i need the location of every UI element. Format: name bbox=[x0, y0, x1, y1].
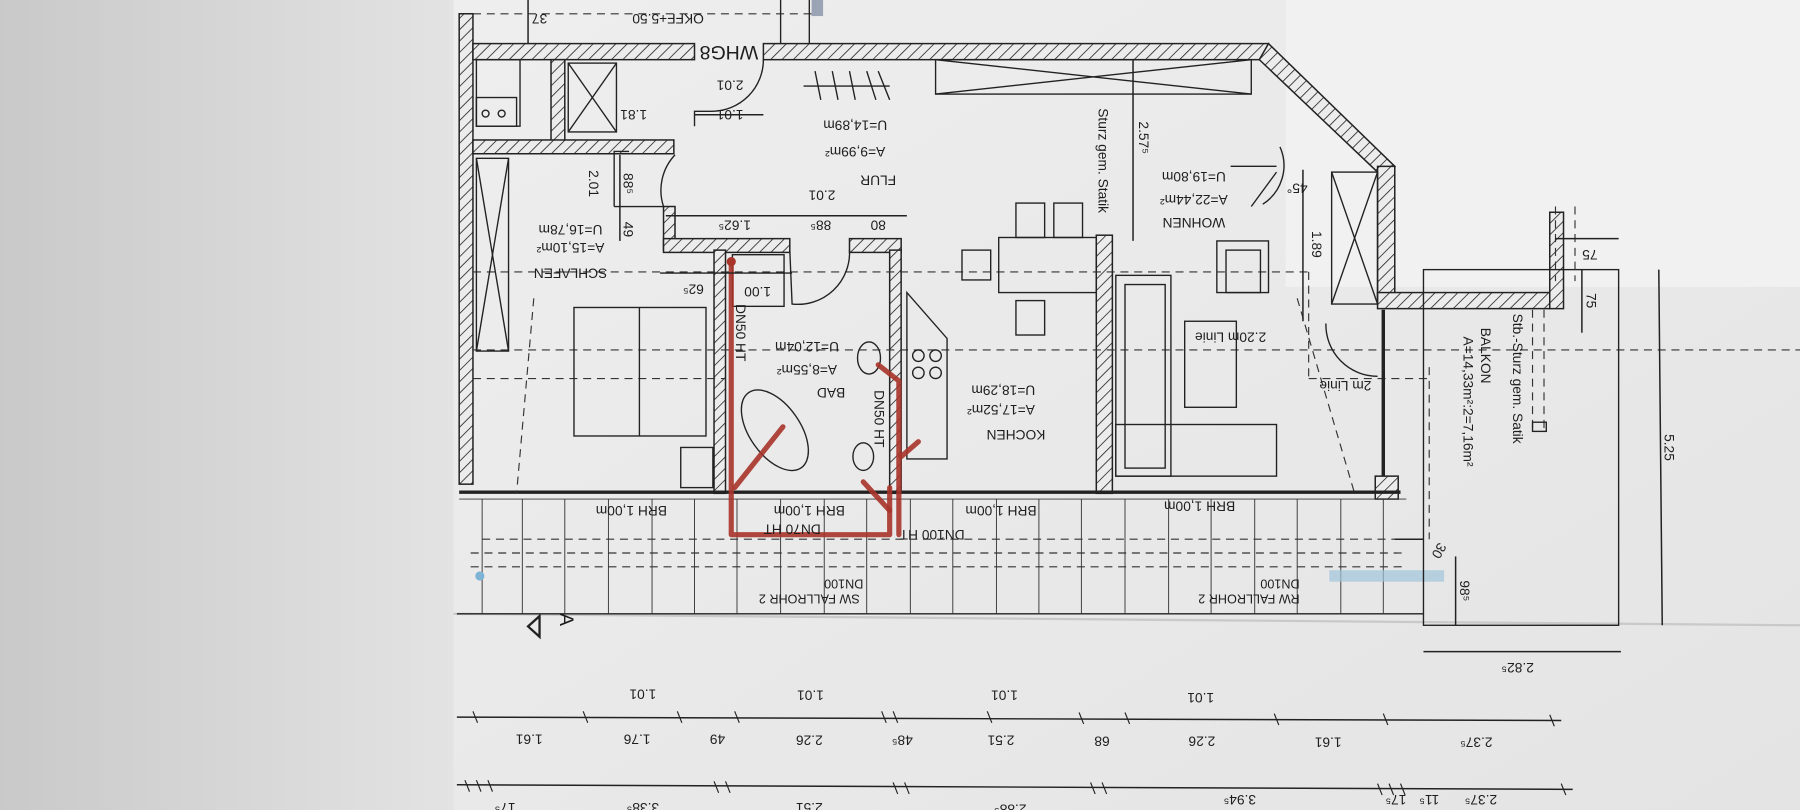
room-area-bad: A=8,55m² bbox=[777, 362, 837, 377]
labels: OKFF+5.50 37 WHG8 2.01 1.01 1.81 FLUR A=… bbox=[495, 11, 1677, 810]
pipe-label-dn70: DN70 HT bbox=[763, 521, 821, 536]
dim-balkon-75b: 75 bbox=[1583, 293, 1598, 309]
sturz-statik-note: Sturz gem. Statik bbox=[1096, 108, 1111, 213]
room-name-wohnen: WOHNEN bbox=[1163, 215, 1226, 230]
dim-37: 37 bbox=[532, 11, 547, 26]
dim-row1-3: 49 bbox=[710, 731, 725, 746]
brh-label-1: BRH 1,00m bbox=[596, 503, 667, 518]
dim-door-wc-height: 2.01 bbox=[717, 77, 744, 92]
walls bbox=[458, 13, 1565, 500]
dim-door-wc-width: 1.01 bbox=[717, 107, 744, 122]
dim-row1-top-1: 1.01 bbox=[629, 687, 656, 702]
dim-bad-100: 1.00 bbox=[744, 284, 771, 299]
dim-flur-885: 88⁵ bbox=[810, 217, 831, 232]
dim-flur-1625: 1.62⁵ bbox=[718, 217, 751, 232]
dim-balkon-2825: 2.82⁵ bbox=[1501, 660, 1534, 675]
room-perimeter-schlafen: U=16,78m bbox=[539, 222, 603, 237]
brh-label-4: BRH 1,00m bbox=[1164, 498, 1235, 513]
room-name-schlafen: SCHLAFEN bbox=[534, 265, 607, 280]
facade-band bbox=[456, 490, 1445, 615]
dim-row1-9: 1.61 bbox=[1315, 735, 1342, 750]
dim-row1-10: 2.37⁵ bbox=[1460, 735, 1493, 750]
downpipe-marker-right bbox=[1329, 570, 1445, 582]
dim-row1-8: 2.26 bbox=[1188, 734, 1215, 749]
room-perimeter-kochen: U=18,29m bbox=[971, 382, 1035, 397]
downpipe-marker-left bbox=[475, 571, 485, 581]
dim-row1-6: 2.51 bbox=[988, 732, 1015, 747]
linie-2-label: 2m Linie bbox=[1319, 378, 1371, 393]
room-area-schlafen: A=15,10m² bbox=[536, 240, 604, 255]
room-area-kochen: A=17,52m² bbox=[967, 402, 1035, 417]
dim-balkon-985: 98⁵ bbox=[1457, 580, 1472, 601]
dim-schlafen-201: 2.01 bbox=[586, 170, 601, 197]
dim-row2-4: 2.88⁵ bbox=[994, 801, 1027, 810]
dim-bad-625: 62⁵ bbox=[683, 282, 704, 297]
sw-fallrohr-dn: DN100 bbox=[824, 576, 863, 590]
stb-sturz-note: Stb.-Sturz gem. Satik bbox=[1510, 314, 1525, 444]
dimension-lines bbox=[456, 59, 1663, 796]
dim-row1-top-2: 1.01 bbox=[797, 688, 824, 703]
dim-row1-5: 48⁵ bbox=[892, 732, 913, 747]
room-area-balkon: A=14,33m²:2=7,16m² bbox=[1461, 337, 1476, 467]
linie-220-label: 2.20m Linie bbox=[1195, 330, 1267, 345]
dim-schlafen-49: 49 bbox=[620, 222, 635, 237]
dim-balkon-525: 5.25 bbox=[1662, 434, 1677, 461]
dim-balkon-30: 30 bbox=[1428, 540, 1449, 561]
rw-fallrohr-label: RW FALLROHR 2 bbox=[1198, 591, 1299, 605]
room-name-kochen: KOCHEN bbox=[986, 427, 1045, 442]
section-marker-a: A bbox=[526, 613, 577, 640]
dim-wohnen-2575: 2.57⁵ bbox=[1136, 121, 1151, 153]
room-name-balkon: BALKON bbox=[1478, 328, 1493, 384]
drain-pipes bbox=[726, 256, 921, 538]
dim-row1-top-4: 1.01 bbox=[1187, 690, 1214, 705]
room-perimeter-wohnen: U=19,80m bbox=[1162, 169, 1226, 184]
dim-row2-2: 3.38⁵ bbox=[627, 800, 660, 810]
section-marker-label: A bbox=[555, 613, 577, 626]
room-name-flur: FLUR bbox=[860, 173, 896, 188]
dim-wohnen-189: 1.89 bbox=[1309, 231, 1324, 258]
dim-flur-80: 80 bbox=[870, 217, 886, 232]
dim-row2-7: 11⁵ bbox=[1419, 792, 1439, 807]
dim-flur-201: 2.01 bbox=[809, 187, 836, 202]
dim-row2-1: 17⁵ bbox=[495, 800, 516, 810]
angle-label: 45° bbox=[1287, 181, 1308, 196]
balcony-outline bbox=[1422, 206, 1620, 626]
unit-label: WHG8 bbox=[700, 41, 759, 63]
dim-row2-6: 17⁵ bbox=[1385, 792, 1406, 807]
dim-row2-3: 2.51 bbox=[796, 800, 823, 810]
upper-unit-outline bbox=[472, 0, 824, 46]
dim-row1-top-3: 1.01 bbox=[991, 688, 1018, 703]
room-area-wohnen: A=22,44m² bbox=[1160, 192, 1228, 207]
room-name-bad: BAD bbox=[817, 385, 845, 400]
ceiling-height-lines bbox=[472, 271, 1800, 540]
dim-row2-8: 2.37⁵ bbox=[1465, 792, 1498, 807]
dim-row1-2: 1.76 bbox=[623, 731, 650, 746]
brh-label-3: BRH 1,00m bbox=[965, 503, 1036, 518]
brh-label-2: BRH 1,00m bbox=[774, 503, 845, 518]
dim-schlafen-885: 88⁵ bbox=[620, 173, 635, 194]
floor-level-label: OKFF+5.50 bbox=[632, 11, 704, 26]
table-surface bbox=[0, 0, 454, 810]
room-perimeter-bad: U=12,04m bbox=[775, 339, 839, 354]
dim-shower: 1.81 bbox=[620, 107, 647, 122]
dim-row1-1: 1.61 bbox=[516, 731, 543, 746]
dim-row2-5: 3.94⁵ bbox=[1224, 792, 1257, 807]
pipe-label-dn50-a: DN50 HT bbox=[733, 304, 748, 362]
dim-row1-7: 68 bbox=[1094, 734, 1110, 749]
room-perimeter-flur: U=14,89m bbox=[823, 117, 887, 132]
doors bbox=[613, 59, 1378, 378]
dim-row1-4: 2.26 bbox=[796, 732, 823, 747]
paper-fold bbox=[453, 612, 1800, 627]
furniture bbox=[475, 58, 1379, 489]
rw-fallrohr-dn: DN100 bbox=[1260, 576, 1299, 590]
sw-fallrohr-label: SW FALLROHR 2 bbox=[759, 591, 860, 605]
room-area-flur: A=9,99m² bbox=[825, 144, 885, 159]
dim-balkon-75a: 75 bbox=[1582, 247, 1598, 262]
pipe-label-dn100: DN100 HT bbox=[899, 527, 965, 542]
pipe-label-dn50-b: DN50 HT bbox=[872, 390, 887, 448]
